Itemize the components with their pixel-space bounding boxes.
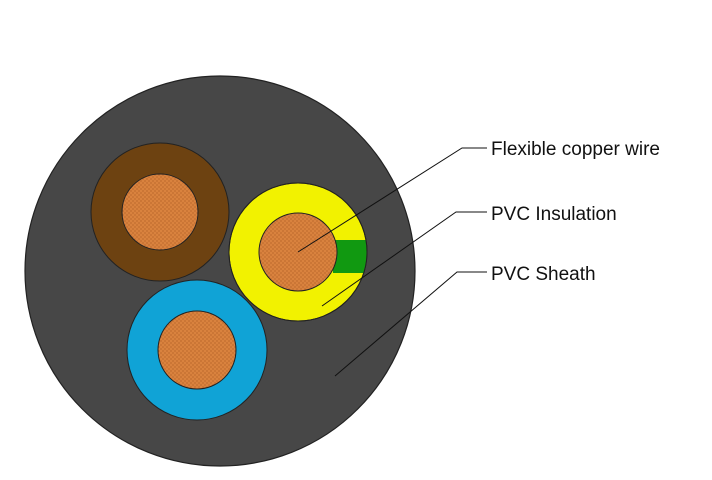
copper-conductor-blue	[157, 310, 237, 390]
label-pvc-sheath: PVC Sheath	[491, 264, 596, 285]
leader-line-sheath	[334, 271, 487, 377]
green-stripe	[333, 240, 367, 273]
blue-core	[126, 279, 268, 421]
label-pvc-insulation: PVC Insulation	[491, 204, 617, 225]
label-flexible-copper-wire: Flexible copper wire	[491, 139, 660, 160]
brown-core	[90, 142, 230, 282]
leader-line-copper	[297, 147, 487, 253]
copper-conductor-brown	[121, 173, 199, 251]
leader-line-insulation	[321, 211, 487, 307]
yellow-insulation-outline	[228, 182, 368, 322]
